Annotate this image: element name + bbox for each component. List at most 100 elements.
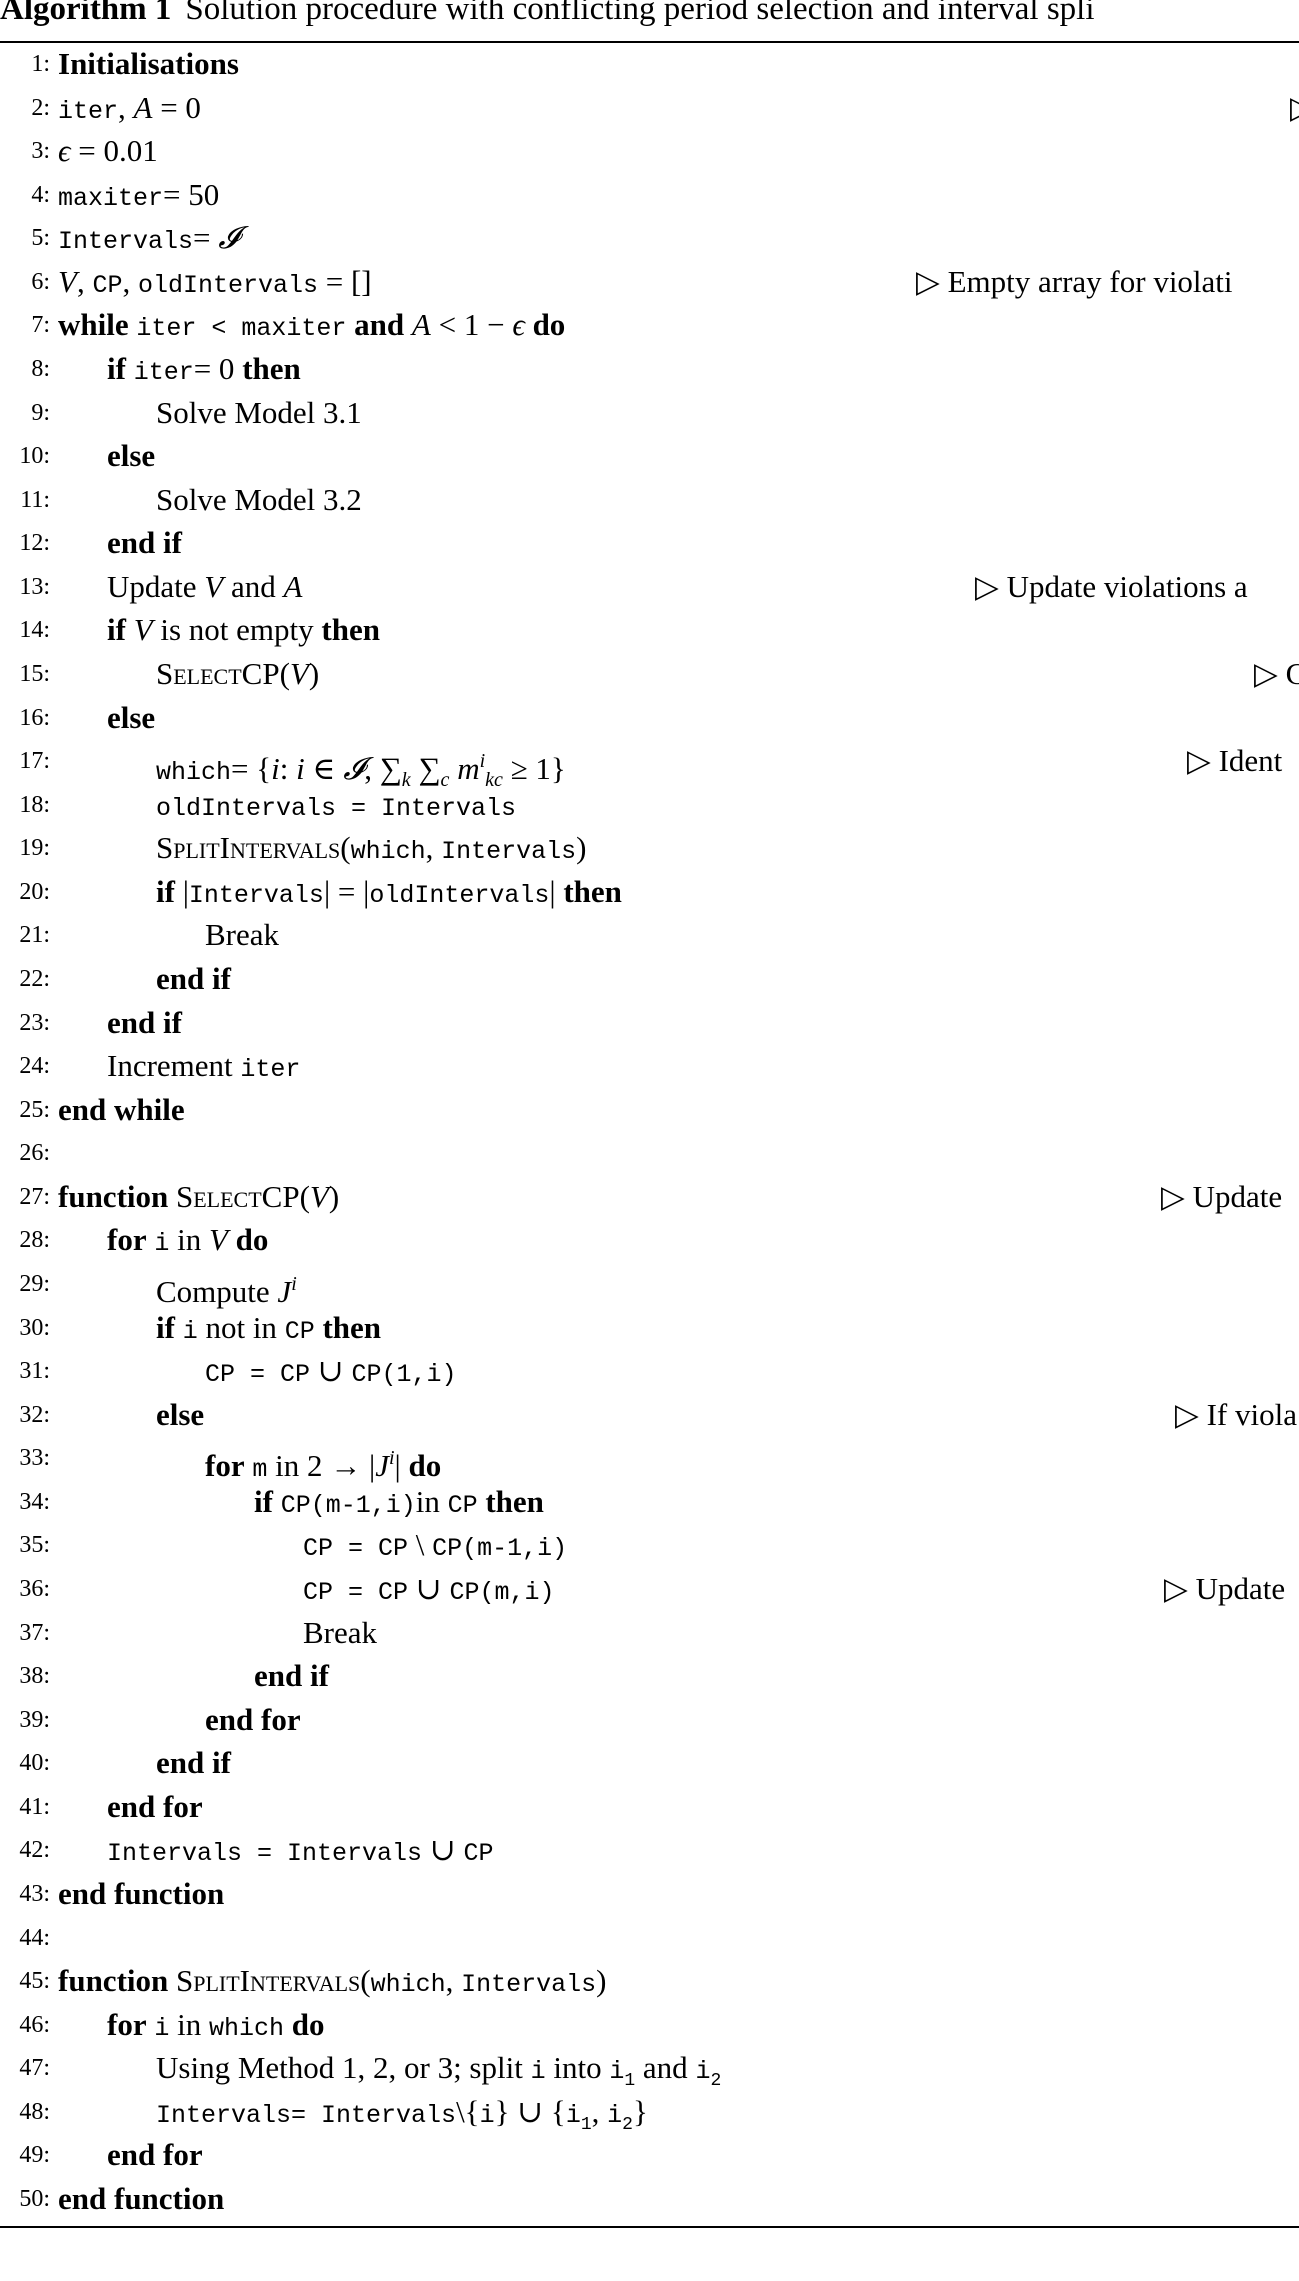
code-token: end if — [254, 1658, 329, 1694]
code-token: ϵ — [58, 133, 71, 169]
line-code: V, CP, oldIntervals = [] — [58, 260, 372, 308]
line-code: Update V and A — [107, 565, 302, 609]
code-token: : — [279, 751, 297, 787]
code-token: ) — [576, 830, 587, 866]
line-number: 18: — [19, 791, 50, 818]
line-code: Increment iter — [107, 1044, 300, 1092]
line-number: 49: — [19, 2142, 50, 2169]
code-token: Break — [205, 917, 280, 953]
line-code: for i in which do — [107, 2003, 325, 2051]
code-token: CP = CP — [303, 1534, 409, 1564]
code-token: Solve Model 3.1 — [156, 394, 362, 430]
code-token: if — [254, 1483, 273, 1519]
code-token: else — [107, 699, 156, 735]
code-token: = { — [231, 751, 272, 787]
code-token — [525, 307, 533, 342]
line-number: 22: — [19, 965, 50, 992]
code-token — [175, 1310, 183, 1345]
line-code: Break — [205, 913, 279, 957]
code-token: CP = CP — [205, 1360, 311, 1390]
code-token: for — [107, 1222, 147, 1258]
code-token: | — [394, 1448, 409, 1484]
line-code: if iter= 0 then — [107, 347, 301, 395]
code-token: kc — [485, 769, 503, 792]
code-token: i — [609, 2057, 625, 2087]
code-token: ( — [360, 1963, 371, 1999]
code-token — [126, 351, 134, 386]
code-token: 1 — [624, 2071, 636, 2092]
line-number: 26: — [19, 1140, 50, 1167]
code-token: = 0 — [193, 350, 243, 386]
code-token: < 1 − — [430, 307, 513, 343]
code-token: Intervals — [441, 837, 577, 867]
code-token: \{ — [456, 2093, 480, 2129]
line-code: if V is not empty then — [107, 608, 380, 652]
code-token: in — [169, 2006, 209, 2042]
code-token: i — [479, 2100, 495, 2130]
line-number: 40: — [19, 1750, 50, 1777]
line-number: 14: — [19, 617, 50, 644]
code-token: Intervals — [58, 227, 194, 257]
code-token: i — [388, 1447, 395, 1470]
code-token: end if — [107, 1004, 182, 1040]
line-code: maxiter= 50 — [58, 173, 219, 221]
code-token: J — [375, 1448, 389, 1484]
line-code: for i in V do — [107, 1218, 268, 1266]
code-token: V — [58, 263, 77, 299]
code-token — [284, 2007, 292, 2042]
code-token: end if — [156, 960, 231, 996]
code-token: V — [289, 655, 309, 691]
code-token: Intervals = Intervals — [107, 1839, 423, 1869]
line-number: 27: — [19, 1183, 50, 1210]
code-token: ϵ — [512, 307, 525, 343]
code-token: , ∑ — [364, 751, 402, 787]
line-code: Intervals = Intervals ∪ CP — [107, 1828, 494, 1876]
line-number: 36: — [19, 1575, 50, 1602]
code-token: ∪ — [310, 1353, 352, 1389]
code-token: i — [182, 1316, 198, 1346]
code-token: end while — [58, 1091, 185, 1127]
code-token: ≥ 1} — [502, 751, 566, 787]
code-token: not in — [197, 1309, 285, 1345]
code-token: then — [242, 350, 301, 386]
line-number: 38: — [19, 1663, 50, 1690]
code-token: , — [425, 830, 442, 866]
code-token: function — [58, 1963, 169, 1999]
code-token: = 0 — [152, 89, 201, 125]
code-token: CP — [92, 270, 123, 300]
code-token: then — [321, 612, 380, 648]
code-token: m — [252, 1455, 268, 1485]
code-token: if — [156, 873, 175, 909]
code-token: i — [607, 2100, 623, 2130]
line-number: 42: — [19, 1837, 50, 1864]
code-token: J — [277, 1273, 292, 1309]
line-comment: ▷ Ident — [1187, 743, 1283, 779]
line-number: 41: — [19, 1793, 50, 1820]
code-token: is not empty — [152, 612, 322, 648]
code-token: end for — [107, 2137, 203, 2173]
line-number: 10: — [19, 443, 50, 470]
line-code: if CP(m-1,i)in CP then — [254, 1480, 544, 1528]
line-number: 45: — [19, 1968, 50, 1995]
line-number: 50: — [19, 2185, 50, 2212]
code-token: Intervals — [188, 880, 324, 910]
line-code: end if — [156, 1741, 231, 1785]
code-token: in 2 → | — [267, 1448, 376, 1484]
line-code: end for — [107, 2133, 203, 2177]
line-number: 12: — [19, 530, 50, 557]
code-token: and — [223, 568, 284, 604]
line-code: Using Method 1, 2, or 3; split i into i1… — [156, 2046, 721, 2103]
line-code: Break — [303, 1611, 377, 1655]
code-token: ∪ — [422, 1832, 464, 1868]
line-code: end if — [254, 1654, 329, 1698]
code-token: 𝓘 — [343, 751, 365, 787]
code-token: else — [156, 1396, 205, 1432]
line-number: 1: — [31, 51, 50, 77]
code-token: maxiter — [58, 183, 164, 213]
code-token: i — [271, 751, 280, 787]
code-token: i — [565, 2100, 581, 2130]
line-number: 37: — [19, 1619, 50, 1646]
line-number: 6: — [31, 268, 50, 295]
code-token — [404, 307, 412, 342]
